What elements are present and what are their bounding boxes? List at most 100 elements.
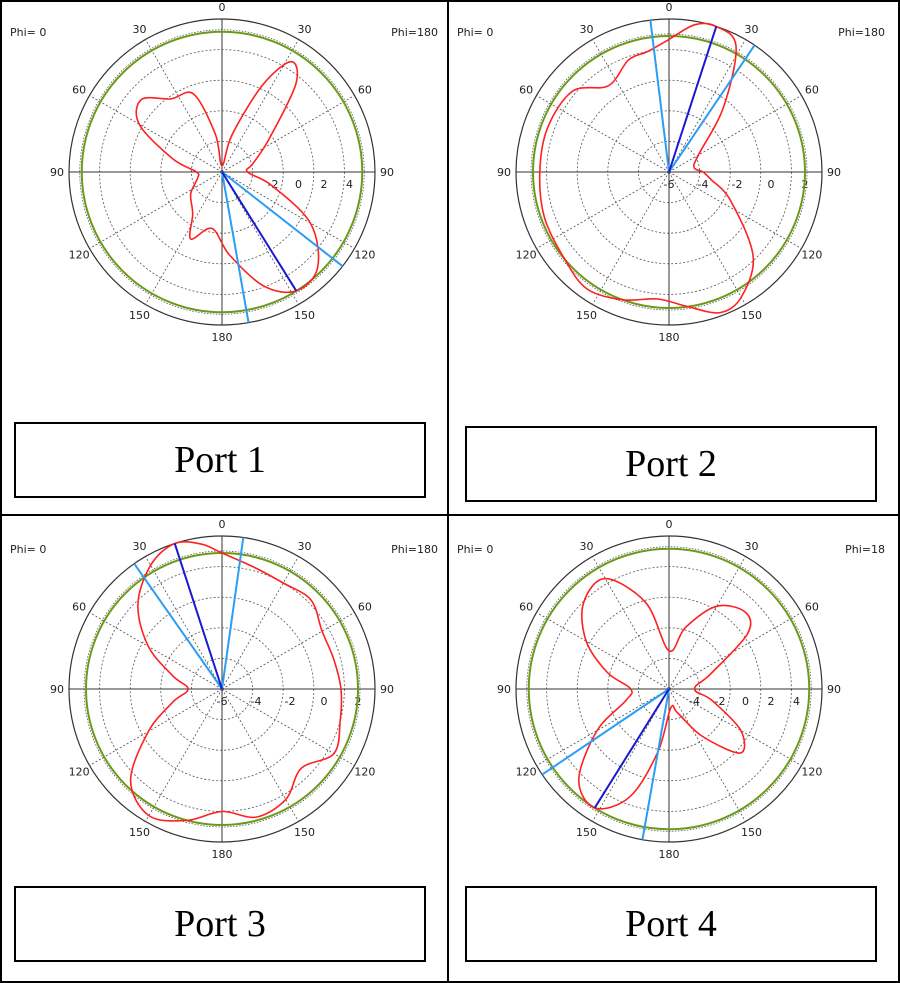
radial-tick-label: -4	[689, 695, 700, 708]
angle-tick-label: 30	[580, 540, 594, 553]
beamwidth-line	[668, 44, 756, 173]
beamwidth-line	[649, 20, 670, 173]
phi-right-label: Phi=180	[391, 26, 438, 39]
radiation-pattern	[135, 60, 320, 294]
angle-tick-label: 60	[519, 601, 533, 614]
grid-spoke	[145, 688, 223, 822]
reference-circle	[80, 30, 364, 314]
radial-tick-label: -4	[251, 695, 262, 708]
angle-tick-label: 120	[801, 766, 822, 779]
radial-tick-label: 0	[295, 178, 302, 191]
grid-spoke	[668, 95, 802, 173]
port-3-label: Port 3	[14, 886, 426, 962]
angle-tick-label: 60	[805, 601, 819, 614]
angle-tick-label: 120	[801, 249, 822, 262]
phi-left-label: Phi= 0	[457, 26, 493, 39]
grid-spoke	[668, 612, 802, 690]
radial-tick-label: 0	[768, 178, 775, 191]
radial-tick-label: 4	[346, 178, 353, 191]
radial-tick-label: -2	[285, 695, 296, 708]
grid-spoke	[668, 39, 746, 173]
grid-spoke	[592, 556, 670, 690]
grid-spoke	[668, 688, 802, 766]
angle-tick-label: 120	[354, 249, 375, 262]
reference-circle	[532, 35, 806, 309]
grid-spoke	[668, 688, 746, 822]
phi-right-label: Phi=180	[391, 543, 438, 556]
grid-spoke	[536, 95, 670, 173]
angle-tick-label: 150	[576, 826, 597, 839]
radial-tick-label: -6	[664, 178, 675, 191]
radial-tick-label: 0	[742, 695, 749, 708]
angle-tick-label: 90	[380, 166, 394, 179]
grid-spoke	[221, 95, 355, 173]
angle-tick-label: 30	[133, 540, 147, 553]
cell-divider-vertical	[447, 0, 449, 983]
angle-tick-label: 60	[72, 601, 86, 614]
radial-tick-label: -6	[217, 695, 228, 708]
angle-tick-label: 90	[497, 683, 511, 696]
grid-spoke	[221, 556, 299, 690]
radial-tick-label: -2	[268, 178, 279, 191]
radial-tick-label: 4	[793, 695, 800, 708]
angle-tick-label: 180	[659, 331, 680, 344]
grid-spoke	[89, 171, 223, 249]
radial-tick-label: -4	[698, 178, 709, 191]
angle-tick-label: 30	[580, 23, 594, 36]
grid-spoke	[536, 688, 670, 766]
angle-tick-label: 150	[129, 309, 150, 322]
angle-tick-label: 30	[745, 23, 759, 36]
angle-tick-label: 0	[219, 518, 226, 531]
port-2-label: Port 2	[465, 426, 877, 502]
grid-spoke	[221, 688, 355, 766]
grid-spoke	[221, 39, 299, 173]
angle-tick-label: 120	[69, 766, 90, 779]
angle-tick-label: 30	[745, 540, 759, 553]
angle-tick-label: 60	[358, 84, 372, 97]
angle-tick-label: 120	[516, 249, 537, 262]
angle-tick-label: 90	[380, 683, 394, 696]
beamwidth-line	[221, 171, 344, 267]
grid-spoke	[145, 556, 223, 690]
grid-spoke	[145, 39, 223, 173]
grid-spoke	[668, 171, 746, 305]
angle-tick-label: 90	[50, 166, 64, 179]
angle-tick-label: 30	[298, 540, 312, 553]
beamwidth-line	[641, 688, 670, 840]
radial-tick-label: 2	[768, 695, 775, 708]
angle-tick-label: 90	[827, 166, 841, 179]
cell-divider-horizontal	[0, 514, 900, 516]
radial-tick-label: 0	[321, 695, 328, 708]
reference-circle	[527, 547, 811, 831]
angle-tick-label: 60	[519, 84, 533, 97]
angle-tick-label: 150	[741, 826, 762, 839]
angle-tick-label: 0	[666, 518, 673, 531]
reference-dotted-circle	[79, 29, 365, 315]
grid-spoke	[221, 171, 355, 249]
angle-tick-label: 150	[741, 309, 762, 322]
reference-dotted-circle	[83, 550, 361, 828]
phi-left-label: Phi= 0	[10, 543, 46, 556]
beamwidth-line	[221, 537, 245, 690]
phi-right-label: Phi=18	[845, 543, 885, 556]
angle-tick-label: 60	[72, 84, 86, 97]
angle-tick-label: 120	[516, 766, 537, 779]
grid-spoke	[536, 171, 670, 249]
angle-tick-label: 180	[212, 848, 233, 861]
reference-dotted-circle	[526, 546, 812, 832]
angle-tick-label: 120	[69, 249, 90, 262]
phi-left-label: Phi= 0	[457, 543, 493, 556]
grid-spoke	[145, 171, 223, 305]
port-4-label: Port 4	[465, 886, 877, 962]
angle-tick-label: 180	[659, 848, 680, 861]
beamwidth-line	[541, 688, 670, 776]
grid-spoke	[592, 39, 670, 173]
